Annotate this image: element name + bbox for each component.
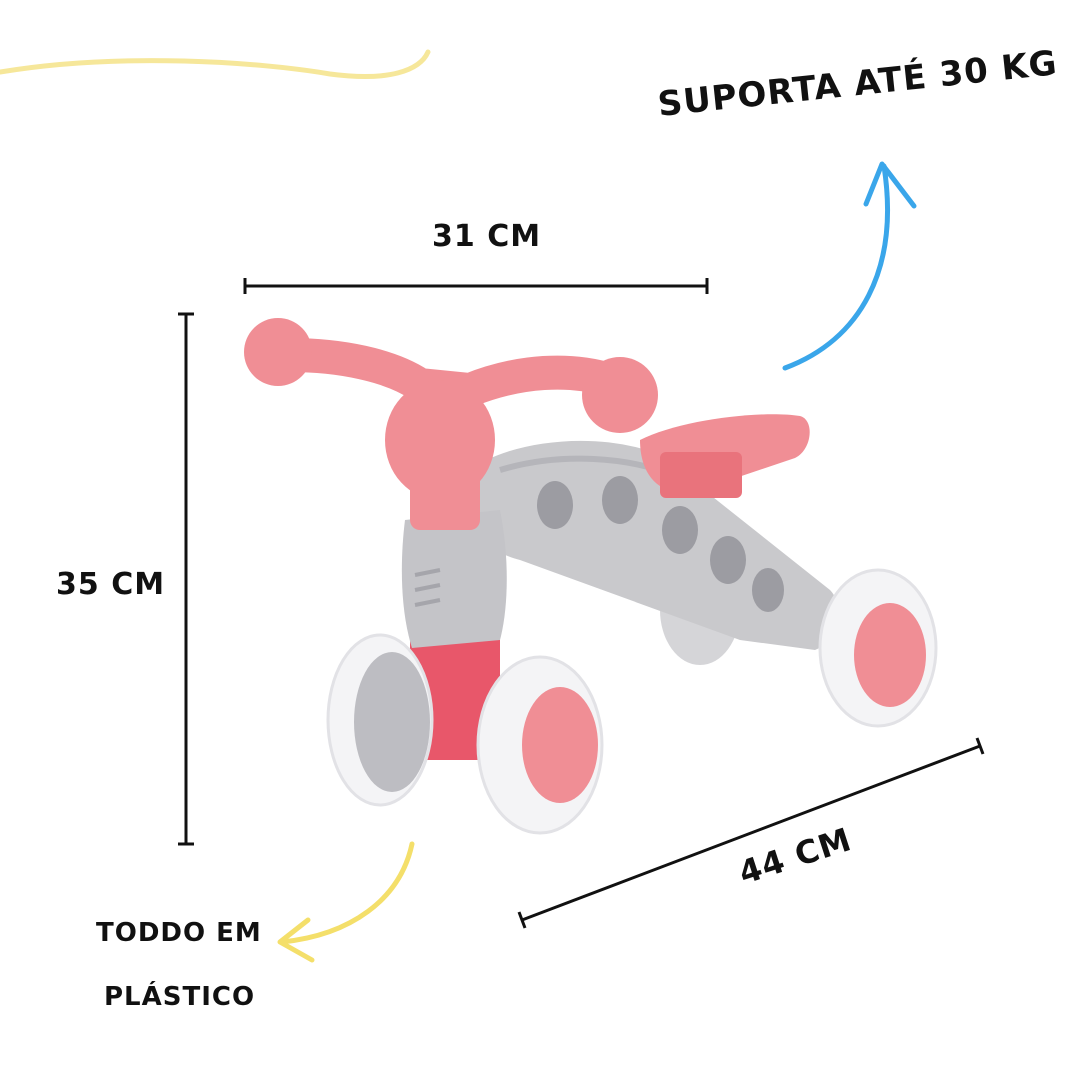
front-collar xyxy=(401,510,507,648)
width-dimension-line xyxy=(243,278,709,294)
width-label: 31 CM xyxy=(432,219,542,254)
material-label-line1: TODDO EM xyxy=(96,918,262,948)
length-dimension-line xyxy=(517,737,985,929)
front-wheel-left xyxy=(326,633,434,807)
height-label: 35 CM xyxy=(56,567,166,602)
front-wheel-right xyxy=(476,655,604,835)
balance-bike-illustration xyxy=(244,318,938,835)
material-label-line2: PLÁSTICO xyxy=(104,982,256,1012)
decorative-squiggle xyxy=(0,49,431,79)
height-dimension-line xyxy=(178,312,194,846)
rear-wheel-right xyxy=(818,568,938,728)
curved-arrow-left-icon xyxy=(277,841,415,963)
curved-arrow-up-icon xyxy=(782,161,917,371)
